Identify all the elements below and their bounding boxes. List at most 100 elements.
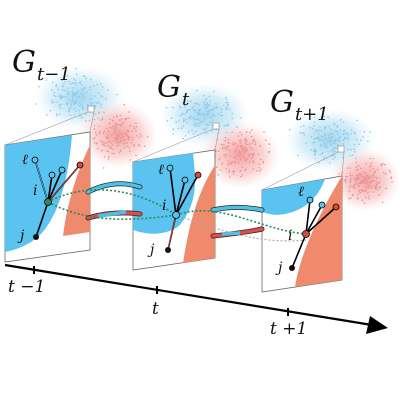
cloud-dot [234,162,237,164]
cloud-dot [333,142,336,144]
cloud-dot [251,153,253,156]
cloud-dot [357,184,360,187]
cloud-dot [258,163,260,165]
cloud-dot [390,177,393,180]
cloud-dot [230,162,233,164]
zoom-lines [4,105,345,191]
cloud-dot [108,131,110,133]
cloud-dot [359,182,361,184]
cloud-dot [202,101,205,103]
cloud-dot [317,136,320,138]
cloud-dot [212,113,214,116]
cloud-dot [122,122,124,124]
cloud-dot [379,186,381,189]
label-j-3: j [275,260,283,276]
cloud-dot [131,130,133,132]
cloud-dot [235,150,237,153]
cloud-dot [233,156,236,159]
cloud-dot [251,156,254,159]
node-red-3 [332,203,340,211]
cloud-dot [88,119,91,122]
node-i-3 [302,230,310,238]
cloud-dot [354,179,357,182]
cloud-dot [225,154,228,156]
cloud-dot [328,137,330,139]
cloud-dot [356,168,359,171]
cloud-dot [201,120,203,123]
cloud-dot [375,188,377,191]
cloud-dot [75,68,77,70]
cloud-dot [64,80,67,83]
cloud-dot [366,184,368,186]
cloud-dot [73,107,75,110]
cloud-dot [196,102,198,105]
cloud-dot [348,197,351,200]
cloud-dot [248,161,251,163]
link-blue-top-1-fill [86,181,142,194]
cloud-dot [376,182,379,184]
cloud-dot [90,97,93,100]
cloud-dot [73,82,76,85]
cloud-dot [246,149,248,151]
cloud-dot [227,141,229,144]
cloud-dot [72,97,74,100]
cloud-dot [227,160,229,162]
cloud-dot [104,142,106,144]
cloud-dot [208,95,211,98]
cloud-dot [356,119,358,122]
cloud-dot [165,106,168,109]
cloud-dot [89,88,91,91]
cloud-dot [232,141,235,144]
node-l-1 [31,156,39,164]
cloud-dot [333,154,335,156]
cloud-dot [195,118,198,121]
cloud-dot [334,147,336,149]
cloud-dot [179,114,181,117]
cloud-dot [352,154,354,156]
cloud-dot [100,83,102,85]
cloud-dot [246,131,248,133]
cloud-dot [198,104,201,106]
cloud-dot [313,132,316,135]
cloud-dot [110,147,113,149]
cloud-dot [105,136,107,138]
cloud-dot [348,186,351,189]
node-i-2 [172,211,180,219]
cloud-dot [102,132,105,134]
cloud-dot [75,82,77,84]
cloud-dot [113,128,115,130]
cloud-dot [319,153,322,156]
cloud-dot [324,138,327,141]
cloud-dot [93,137,96,139]
cloud-dot [371,179,373,182]
cloud-dot [74,79,77,81]
cloud-dot [102,167,105,169]
cloud-dot [83,96,85,99]
cloud-dot [227,164,230,166]
cloud-dot [350,129,353,131]
cloud-dot [54,95,57,98]
cloud-dot [245,158,248,161]
nodes-panel-2: ℓ i j [147,162,202,258]
cloud-dot [220,111,223,114]
cloud-dot [268,143,271,145]
cloud-dot [191,107,194,110]
cloud-dot [71,90,73,93]
cloud-dot [100,119,102,121]
cloud-dot [223,154,226,156]
cloud-dot [228,108,230,110]
cloud-dot [314,157,317,160]
cloud-dot [226,125,228,127]
red-region-1 [63,145,90,236]
cloud-dot [313,124,315,127]
cloud-dot [187,100,189,102]
cloud-dot [297,154,299,157]
cloud-dot [195,130,197,133]
cloud-dot [81,105,83,108]
node-blue-2 [181,176,189,184]
cloud-dot [249,143,251,145]
red-region-3 [295,176,342,287]
cloud-dot [219,107,222,109]
cloud-dot [344,136,346,138]
cloud-dot [117,124,120,126]
